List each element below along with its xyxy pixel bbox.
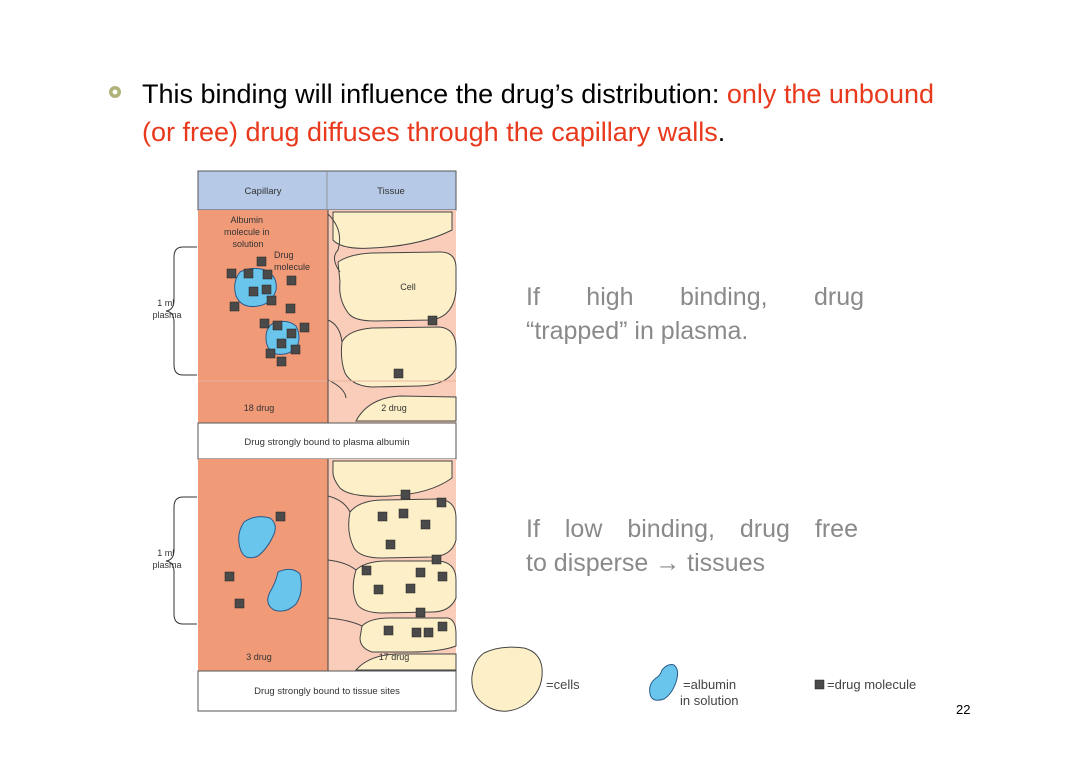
top-tissue-count: 2 drug <box>381 403 407 413</box>
legend-cells: =cells <box>546 677 580 692</box>
low-binding-line2: to disperse → tissues <box>526 549 765 577</box>
high-binding-line2: “trapped” in plasma. <box>526 317 749 345</box>
bottom-caption: Drug strongly bound to tissue sites <box>254 686 400 697</box>
top-capillary <box>198 210 328 423</box>
top-caption: Drug strongly bound to plasma albumin <box>244 437 409 448</box>
top-caption-box <box>197 422 457 460</box>
bottom-tissue-count: 17 drug <box>379 652 410 662</box>
top-cells <box>332 211 457 422</box>
drug-label: Drug molecule <box>274 250 310 272</box>
bottom-caption-box <box>197 670 457 712</box>
top-capillary-count: 18 drug <box>244 403 275 413</box>
top-volume-label: 1 ml plasma <box>152 298 181 320</box>
bullet-highlight: only the unbound (or free) drug diffuses… <box>142 79 935 147</box>
header-tissue: Tissue <box>377 186 405 197</box>
albumin-label: Albumin molecule in solution <box>224 215 272 249</box>
legend-albumin: =albumin in solution <box>680 677 740 708</box>
legend-drug-icon <box>814 679 825 690</box>
bottom-capillary <box>198 459 328 671</box>
top-volume-bracket <box>165 246 197 376</box>
bullet-text: This binding will influence the drug’s d… <box>142 79 935 147</box>
high-binding-line1: If high binding, drug <box>526 283 864 311</box>
legend-albumin-icon <box>649 664 679 701</box>
low-binding-line1: If low binding, drug free <box>526 515 858 543</box>
legend-cell-icon <box>471 646 543 712</box>
bottom-volume-label: 1 ml plasma <box>152 548 181 570</box>
bottom-volume-bracket <box>165 496 197 625</box>
bullet-gear-icon <box>109 86 121 98</box>
page-number: 22 <box>956 702 971 717</box>
bottom-albumin <box>238 516 276 559</box>
bottom-capillary-count: 3 drug <box>246 652 272 662</box>
cell-label: Cell <box>400 282 416 292</box>
top-drug-molecules <box>226 256 438 379</box>
bottom-albumin <box>267 568 302 612</box>
bottom-drug-molecules <box>224 489 448 638</box>
header-capillary: Capillary <box>245 186 282 197</box>
legend-drug: =drug molecule <box>827 677 916 692</box>
bottom-cells <box>332 460 457 671</box>
bottom-tissue-curves <box>327 495 363 627</box>
